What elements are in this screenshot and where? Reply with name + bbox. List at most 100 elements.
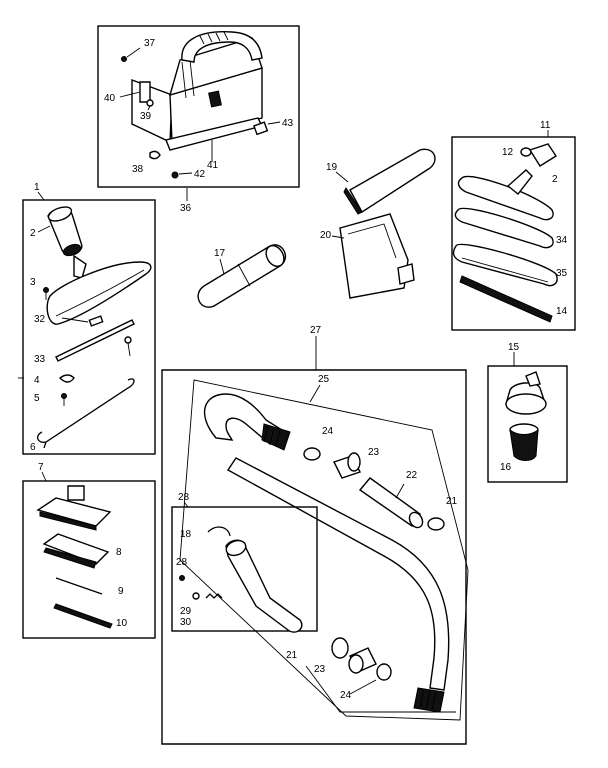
label-9: 9 (118, 586, 124, 597)
part-37-screw (121, 47, 141, 62)
part-33-brush-strip (55, 319, 135, 362)
label-3: 3 (30, 277, 36, 288)
part-12-neck (520, 143, 557, 167)
label-21b: 21 (286, 650, 298, 661)
label-20: 20 (320, 230, 332, 241)
group-1-floor-tool: 1 (18, 182, 156, 455)
group-11-frame (451, 136, 576, 331)
label-24b: 24 (340, 690, 352, 701)
label-41: 41 (207, 160, 219, 171)
part-10-strip (53, 603, 113, 629)
part-17-wand: 17 (197, 244, 286, 308)
part-3-screw (43, 287, 49, 300)
label-28a: 28 (178, 492, 190, 503)
group-15-frame (487, 365, 568, 483)
part-hose-curve (203, 393, 291, 451)
part-32-strip (61, 315, 104, 327)
label-6: 6 (30, 442, 36, 453)
label-14: 14 (556, 306, 568, 317)
part-floor-nozzle (46, 254, 152, 325)
label-15: 15 (508, 342, 520, 353)
label-43: 43 (282, 118, 294, 129)
label-23a: 23 (368, 447, 380, 458)
label-24a: 24 (322, 426, 334, 437)
part-8-brush (42, 533, 110, 569)
caddy-body (131, 31, 264, 151)
part-6-wire (37, 378, 135, 449)
part-21-ring-lower: 21 (286, 637, 349, 661)
part-19-crevice-tool: 19 (326, 148, 436, 215)
label-28b: 28 (176, 557, 188, 568)
group-25-outline (179, 379, 469, 721)
label-4: 4 (34, 375, 40, 386)
part-21-ring-upper: 21 (427, 496, 458, 531)
label-25: 25 (318, 374, 330, 385)
part-20-holder: 20 (320, 213, 415, 299)
label-27: 27 (310, 325, 322, 336)
group-36-caddy: 37 40 39 38 41 42 43 36 (97, 25, 300, 214)
part-9-strip (55, 577, 103, 595)
part-long-hose (226, 457, 450, 691)
part-34-skirt (454, 207, 554, 249)
label-1: 1 (34, 182, 40, 193)
label-2a: 2 (30, 228, 36, 239)
part-16-hose-cuff (509, 423, 539, 461)
label-2b: 2 (552, 174, 558, 185)
label-21a: 21 (446, 496, 458, 507)
group-27-frame (161, 369, 467, 745)
label-36: 36 (180, 203, 192, 214)
label-29: 29 (180, 606, 192, 617)
label-32: 32 (34, 314, 46, 325)
part-7-nozzle (36, 485, 112, 531)
group-28-frame (171, 506, 318, 632)
part-hose-end-lower (413, 687, 445, 713)
label-7: 7 (38, 462, 44, 473)
label-38: 38 (132, 164, 144, 175)
label-39: 39 (140, 111, 152, 122)
group-1-frame (22, 199, 156, 455)
label-5: 5 (34, 393, 40, 404)
part-4-clip (58, 374, 75, 383)
group-7-frame (22, 480, 156, 639)
part-15-adapter-body (505, 371, 547, 415)
part-23-coupling-lower: 23 (314, 647, 377, 675)
label-16: 16 (500, 462, 512, 473)
part-18-clip: 18 (180, 526, 231, 540)
label-37: 37 (144, 38, 156, 49)
part-2-neck (47, 206, 83, 257)
label-12: 12 (502, 147, 514, 158)
group-7-upholstery-tool: 7 8 9 10 (22, 462, 156, 639)
label-30: 30 (180, 617, 192, 628)
group-27-hose: 27 25 24 23 22 (161, 325, 469, 745)
label-17: 17 (214, 248, 226, 259)
label-33: 33 (34, 354, 46, 365)
label-10: 10 (116, 618, 128, 629)
part-24-ring-upper: 24 (303, 426, 334, 461)
part-hardware-right (124, 336, 132, 357)
group-11-brush: 11 12 2 34 35 14 (451, 120, 576, 331)
part-22-tube: 22 (358, 470, 424, 529)
label-19: 19 (326, 162, 338, 173)
part-24-ring-lower: 24 (340, 663, 392, 701)
part-5-screw (61, 393, 67, 406)
part-23-coupling-upper: 23 (333, 447, 380, 479)
part-14-bristles (459, 275, 553, 323)
part-38-clip (149, 150, 161, 160)
group-15-adapter: 15 16 (487, 342, 568, 483)
part-42-fastener (171, 171, 193, 179)
label-40: 40 (104, 93, 116, 104)
part-brush-head (457, 169, 554, 221)
label-23b: 23 (314, 664, 326, 675)
part-43-plate (253, 121, 281, 136)
part-35-bristle-holder (452, 243, 558, 287)
label-35: 35 (556, 268, 568, 279)
label-8: 8 (116, 547, 122, 558)
part-30-spring: 30 (180, 593, 223, 628)
label-11: 11 (540, 120, 551, 131)
label-22: 22 (406, 470, 418, 481)
label-18: 18 (180, 529, 192, 540)
label-42: 42 (194, 169, 206, 180)
part-29-pin: 29 (180, 592, 200, 617)
group-36-frame (97, 25, 300, 188)
